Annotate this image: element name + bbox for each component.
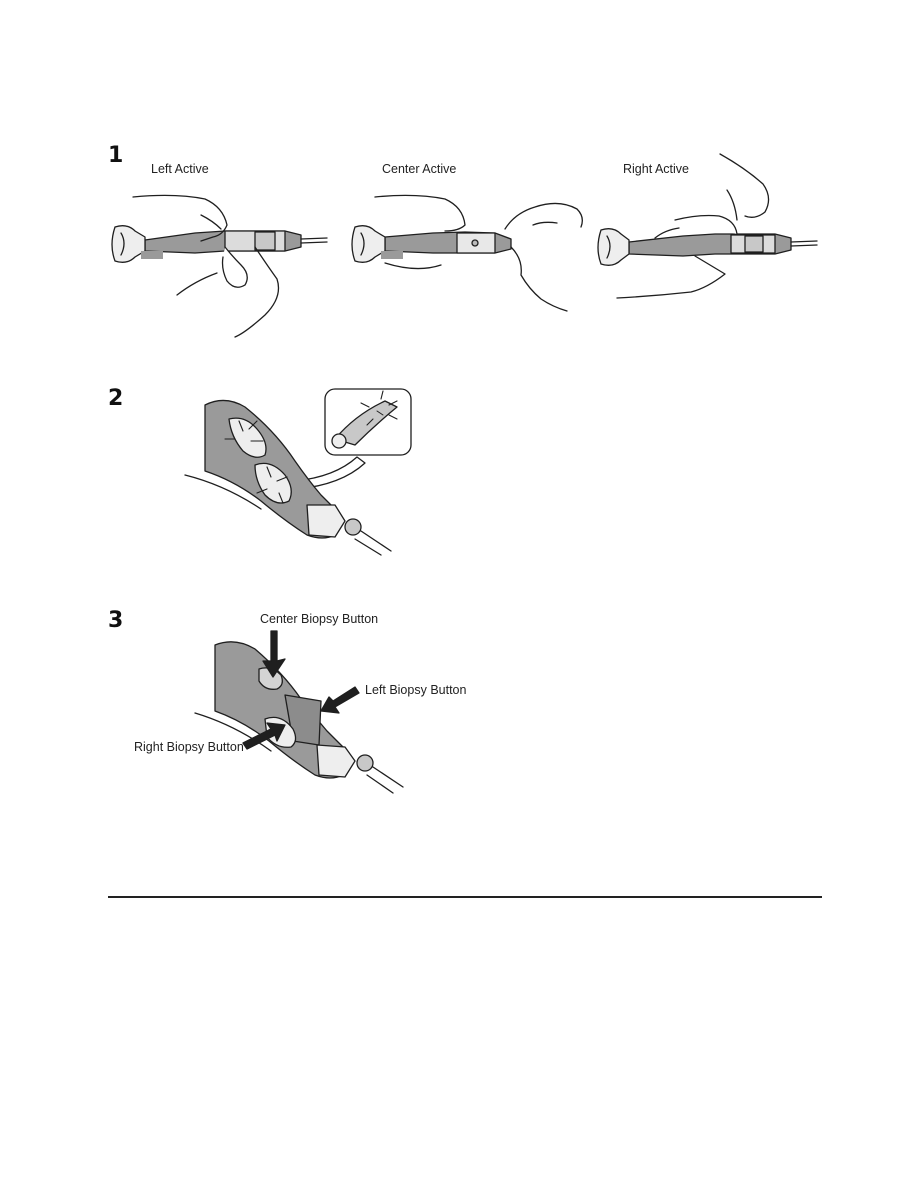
step-number-1: 1 — [108, 143, 124, 168]
left-active-illustration — [111, 194, 328, 338]
center-active-illustration — [351, 194, 583, 312]
caption-left-biopsy-button: Left Biopsy Button — [365, 683, 467, 697]
caption-center-biopsy-button: Center Biopsy Button — [260, 612, 379, 626]
led-indicator-illustration — [184, 388, 412, 556]
section-divider — [108, 896, 822, 898]
caption-left-active: Left Active — [151, 162, 209, 176]
biopsy-buttons-illustration — [194, 630, 404, 794]
caption-center-active: Center Active — [382, 162, 457, 176]
step-number-3: 3 — [108, 608, 124, 633]
caption-right-biopsy-button: Right Biopsy Button — [134, 740, 244, 754]
caption-right-active: Right Active — [623, 162, 690, 176]
step-number-2: 2 — [108, 386, 124, 411]
right-active-illustration — [597, 153, 818, 299]
